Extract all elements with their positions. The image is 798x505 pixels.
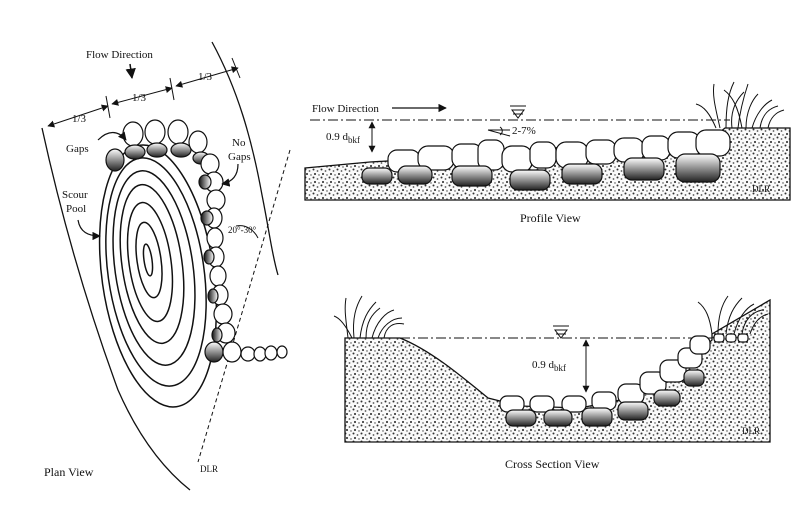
- third-label-2: 1/3: [132, 92, 147, 104]
- thirds-dimension-lines: [47, 57, 241, 128]
- cross-section-boulders: [499, 333, 749, 427]
- third-label-1: 1/3: [72, 113, 87, 125]
- gaps-label: Gaps: [66, 143, 89, 155]
- no-gaps-pointer-arrow: [221, 163, 239, 187]
- plan-boulders-column: [198, 153, 242, 363]
- cross-section-grass-left: [333, 295, 405, 339]
- angle-label: 20°-30°: [228, 225, 257, 235]
- cross-section-depth-sub: bkf: [554, 363, 566, 373]
- profile-depth-sub: bkf: [348, 135, 360, 145]
- profile-water-level-symbol: [510, 105, 526, 119]
- profile-view-title: Profile View: [520, 211, 581, 225]
- slope-indicator: [487, 126, 511, 137]
- slope-label: 2-7%: [512, 125, 536, 137]
- cross-section-view-title: Cross Section View: [505, 457, 600, 471]
- cross-section-dlr-label: DLR: [742, 426, 760, 436]
- plan-view-title: Plan View: [44, 465, 94, 479]
- no-gaps-label-line2: Gaps: [228, 151, 251, 163]
- profile-view: Flow Direction 0.9 dbkf 2-7% DLR Profile…: [304, 81, 791, 225]
- cross-section-grass-right: [697, 295, 769, 335]
- scour-pool-label-line2: Pool: [66, 203, 86, 215]
- profile-depth-main: 0.9 d: [326, 131, 349, 143]
- cross-section-water-level-symbol: [553, 325, 569, 339]
- plan-boulders-tail: [240, 345, 288, 362]
- profile-boulders: [361, 129, 731, 191]
- cross-section-view: 0.9 dbkf: [333, 295, 771, 471]
- no-gaps-label-line1: No: [232, 137, 246, 149]
- gaps-pointer-arrow: [97, 131, 127, 141]
- plan-flow-arrow: [125, 63, 136, 80]
- scour-pool-label-line1: Scour: [62, 189, 88, 201]
- angle-arc: [235, 225, 259, 239]
- third-label-3: 1/3: [198, 71, 213, 83]
- cross-section-depth-label: 0.9 dbkf: [532, 359, 566, 373]
- profile-depth-label: 0.9 dbkf: [326, 131, 360, 145]
- left-bank-line: [41, 127, 191, 491]
- scour-pool-pointer-arrow: [77, 219, 101, 241]
- profile-dlr-label: DLR: [752, 184, 770, 194]
- profile-flow-direction-label: Flow Direction: [312, 103, 379, 115]
- plan-view: 1/3 1/3 1/3 Flow Direction Gaps No Gaps …: [41, 41, 291, 491]
- plan-dlr-label: DLR: [200, 464, 218, 474]
- plan-dlr-line: [197, 149, 291, 463]
- profile-grass-tuft: [695, 81, 785, 129]
- plan-flow-direction-label: Flow Direction: [86, 49, 153, 61]
- cross-section-depth-main: 0.9 d: [532, 359, 555, 371]
